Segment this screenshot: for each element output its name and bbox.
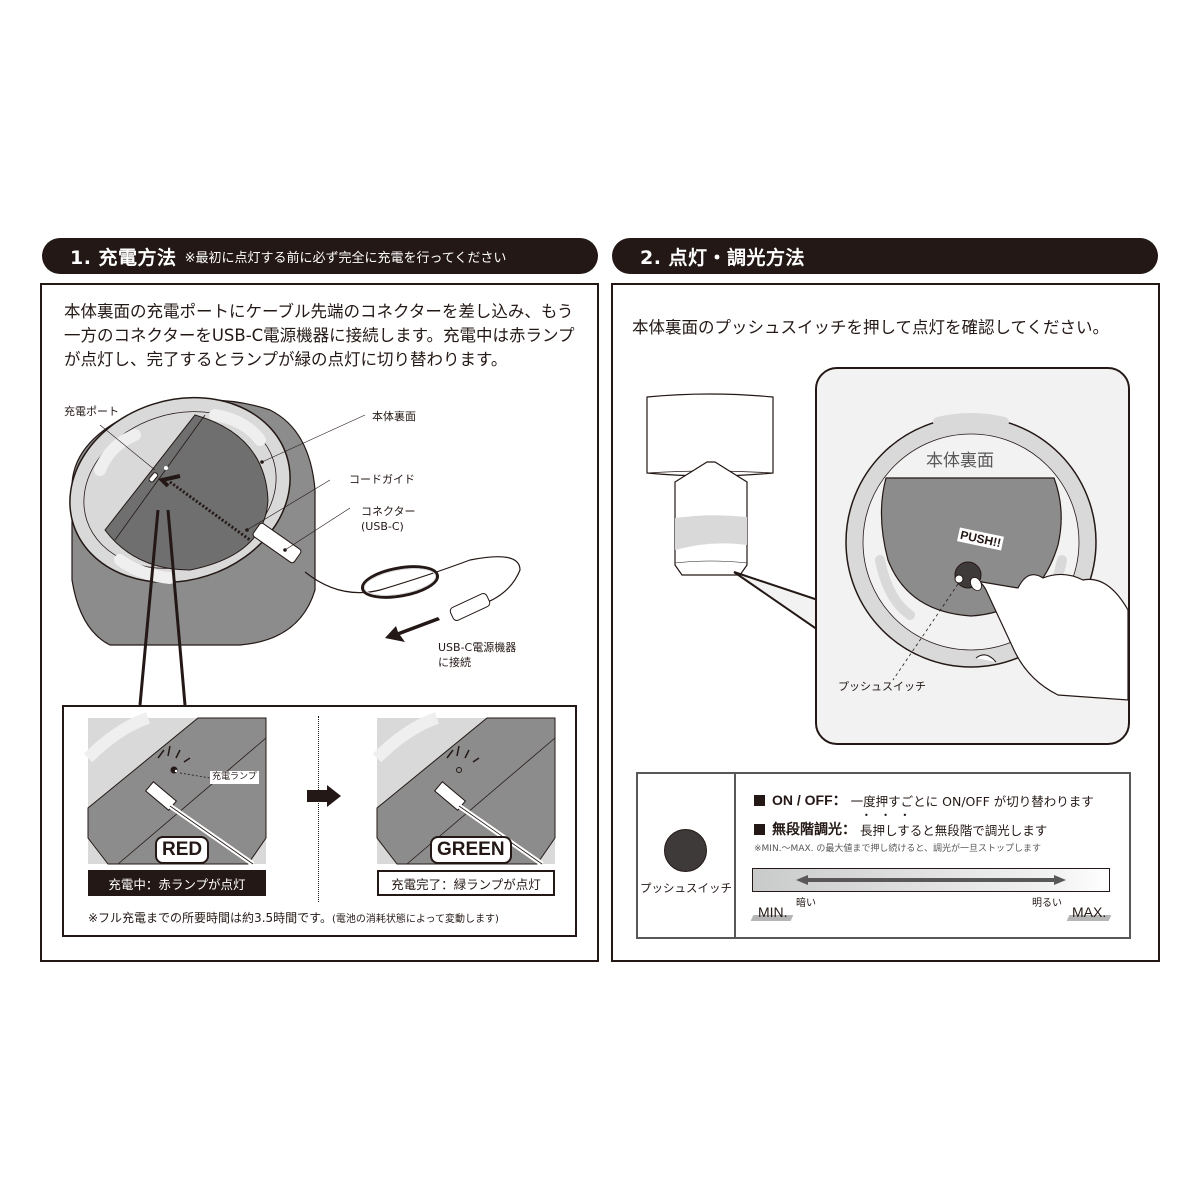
spec-dimming-value: 長押しすると無段階で調光します	[860, 822, 1048, 838]
spec-onoff-key: ON / OFF：	[772, 792, 847, 808]
red-state-illustration	[83, 712, 267, 867]
callout-connector-type: (USB-C)	[361, 520, 404, 533]
body-back-closeup	[845, 413, 1129, 701]
closeup-body-back-label: 本体裏面	[926, 451, 994, 471]
push-switch-icon	[664, 829, 707, 872]
charge-time-main: ※フル充電までの所要時間は約3.5時間です。	[88, 911, 332, 925]
lamp-base-illustration	[69, 396, 521, 706]
table-lamp-illustration	[646, 393, 774, 576]
dim-min-label: MIN.	[758, 904, 788, 920]
bullet-square-icon	[754, 794, 765, 806]
spec-dimming-key: 無段階調光：	[772, 821, 856, 837]
green-badge: GREEN	[430, 836, 512, 864]
callout-usb-connect-2: に接続	[438, 656, 471, 669]
charge-time-small: (電池の消耗状態によって変動します)	[331, 914, 499, 925]
spec-onoff: ON / OFF： 一度押すごとに ON/OFF が切り替わります	[754, 790, 1094, 810]
section1-note: ※最初に点灯する前に必ず完全に充電を行ってください	[184, 250, 507, 266]
callout-cord-guide: コードガイド	[349, 473, 415, 486]
status-charged: 充電完了：緑ランプが点灯	[377, 870, 555, 896]
dark-label: 暗い	[796, 898, 816, 909]
state-divider	[318, 716, 319, 902]
callout-usb-connect: USB-C電源機器	[438, 641, 517, 654]
emphasis-dots: • • •	[864, 811, 914, 820]
section2-title: 2. 点灯・調光方法	[640, 246, 806, 269]
table-switch-label: プッシュスイッチ	[640, 881, 732, 895]
dim-max-label: MAX.	[1072, 904, 1107, 920]
charge-lamp-label: 充電ランプ	[210, 771, 259, 784]
callout-connector: コネクター	[361, 505, 416, 518]
spec-dimming: 無段階調光： 長押しすると無段階で調光します	[754, 819, 1047, 839]
status-charging: 充電中：赤ランプが点灯	[88, 870, 266, 896]
section2-intro: 本体裏面のプッシュスイッチを押して点灯を確認してください。	[632, 318, 1110, 337]
section1-header: 1. 充電方法 ※最初に点灯する前に必ず完全に充電を行ってください	[42, 238, 598, 274]
section2-header: 2. 点灯・調光方法	[612, 238, 1158, 274]
section1-title: 1. 充電方法	[70, 246, 177, 269]
arrow-right-icon	[307, 785, 341, 807]
callout-charge-port: 充電ポート	[64, 405, 119, 418]
red-badge: RED	[155, 836, 210, 864]
callout-body-back: 本体裏面	[372, 410, 416, 423]
bullet-square-icon	[754, 823, 765, 835]
dimming-note: ※MIN.～MAX. の最大値まで押し続けると、調光が一旦ストップします	[754, 844, 1042, 854]
table-divider	[734, 774, 736, 937]
double-arrow-icon	[796, 875, 1066, 885]
intro-line: 本体裏面の充電ポートにケーブル先端のコネクターを差し込み、もう	[64, 302, 574, 321]
intro-line: 一方のコネクターをUSB-C電源機器に接続します。充電中は赤ランプ	[64, 326, 575, 345]
section1-intro: 本体裏面の充電ポートにケーブル先端のコネクターを差し込み、もう 一方のコネクター…	[64, 300, 584, 372]
operation-table	[636, 772, 1131, 939]
spec-onoff-value: 一度押すごとに ON/OFF が切り替わります	[850, 793, 1094, 809]
charge-time-note: ※フル充電までの所要時間は約3.5時間です。(電池の消耗状態によって変動します)	[88, 909, 499, 926]
bright-label: 明るい	[1032, 898, 1062, 909]
push-switch-label: プッシュスイッチ	[838, 680, 926, 693]
intro-line: が点灯し、完了するとランプが緑の点灯に切り替わります。	[64, 350, 508, 369]
